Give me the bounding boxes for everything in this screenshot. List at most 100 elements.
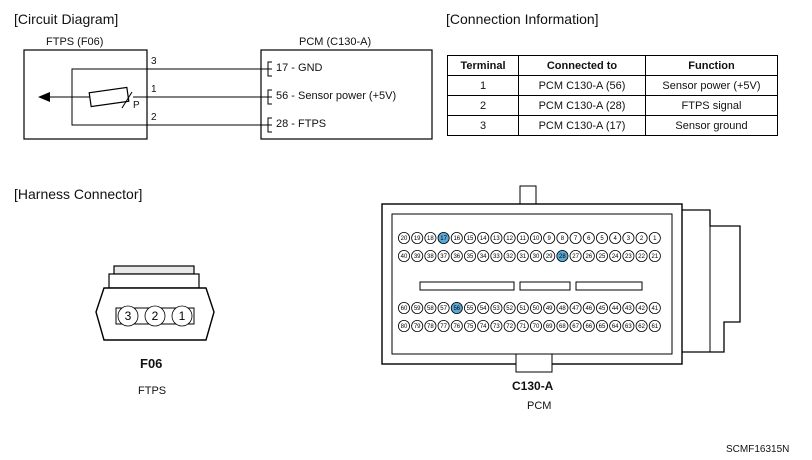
- circuit-diagram: [23, 49, 433, 140]
- c130-pin-label: 38: [427, 254, 434, 260]
- c130-pin: [516, 250, 529, 263]
- c130-pin: [450, 250, 463, 263]
- c130-pin: [543, 232, 556, 245]
- c130-pin-label: 37: [440, 254, 447, 260]
- c130-pin-label: 11: [520, 236, 527, 242]
- c130-pin: [648, 319, 661, 332]
- c130-pin-label: 15: [467, 236, 474, 242]
- c130-connector-desc: PCM: [527, 400, 552, 412]
- c130-pin: [397, 232, 410, 245]
- c130-pin: [609, 302, 622, 315]
- c130-top-tab: [519, 185, 537, 207]
- c130-pin-label: 44: [612, 306, 619, 312]
- c130-pin: [648, 250, 661, 263]
- table-row: 2 PCM C130-A (28) FTPS signal: [447, 95, 778, 116]
- c130-pin-label: 50: [533, 306, 540, 312]
- c130-pin: [450, 302, 463, 315]
- c130-pin: [635, 302, 648, 315]
- c130-pin: [622, 302, 635, 315]
- c130-pin-label: 74: [480, 324, 487, 330]
- c130-pin-label: 72: [506, 324, 513, 330]
- c130-pin: [582, 250, 595, 263]
- c130-pin-label: 68: [559, 324, 566, 330]
- c130-pin: [529, 250, 542, 263]
- c130-pin-label: 79: [414, 324, 421, 330]
- pcm-pin-28-label: 28 - FTPS: [276, 118, 327, 130]
- c130-pin-label: 78: [427, 324, 434, 330]
- c130-bottom-key: [515, 353, 553, 373]
- c130-pin: [424, 319, 437, 332]
- c130-pin: [529, 302, 542, 315]
- f06-pin: [144, 305, 166, 327]
- f06-connector-desc: FTPS: [138, 385, 167, 397]
- c130-pin-label: 9: [548, 236, 552, 242]
- c130-pin: [503, 319, 516, 332]
- c130-pin: [477, 302, 490, 315]
- c130-pin-label: 13: [493, 236, 500, 242]
- table-cell: Sensor power (+5V): [645, 75, 778, 96]
- c130-pin-label: 28: [559, 254, 566, 260]
- c130-pin: [543, 250, 556, 263]
- c130-pin: [424, 232, 437, 245]
- c130-pin: [464, 232, 477, 245]
- c130-pin-label: 66: [585, 324, 592, 330]
- c130-pin: [556, 232, 569, 245]
- c130-pin-label: 42: [638, 306, 645, 312]
- c130-key-bar-right: [575, 281, 643, 291]
- c130-pin-label: 53: [493, 306, 500, 312]
- c130-connector-name: C130-A: [512, 379, 554, 393]
- pcm-box: [260, 49, 433, 140]
- f06-latch-body: [108, 273, 200, 289]
- c130-pin-label: 59: [414, 306, 421, 312]
- table-row: 1 PCM C130-A (56) Sensor power (+5V): [447, 75, 778, 96]
- f06-pin: [117, 305, 139, 327]
- c130-pin: [437, 232, 450, 245]
- c130-pin: [609, 319, 622, 332]
- c130-pin-label: 20: [401, 236, 408, 242]
- c130-pin: [556, 319, 569, 332]
- c130-pin-label: 17: [440, 236, 447, 242]
- c130-pin-label: 73: [493, 324, 500, 330]
- c130-pin: [490, 319, 503, 332]
- c130-pin: [464, 319, 477, 332]
- c130-pin-label: 24: [612, 254, 619, 260]
- c130-pin: [556, 302, 569, 315]
- terminal-bracket-17: [267, 61, 272, 77]
- wiper-line: [121, 91, 133, 109]
- c130-pin-label: 56: [453, 306, 460, 312]
- c130-pin-label: 70: [533, 324, 540, 330]
- c130-pin: [424, 302, 437, 315]
- c130-pin-label: 26: [585, 254, 592, 260]
- sensor-box: [23, 49, 148, 140]
- c130-pin: [503, 250, 516, 263]
- c130-pin: [397, 319, 410, 332]
- c130-pin-label: 39: [414, 254, 421, 260]
- c130-pin: [437, 250, 450, 263]
- c130-pin: [516, 302, 529, 315]
- c130-pin: [516, 319, 529, 332]
- c130-pin-label: 54: [480, 306, 487, 312]
- c130-pin: [648, 232, 661, 245]
- c130-pin: [635, 319, 648, 332]
- c130-pin-label: 61: [651, 324, 658, 330]
- c130-pin-label: 52: [506, 306, 513, 312]
- c130-pin: [543, 302, 556, 315]
- c130-pin-label: 62: [638, 324, 645, 330]
- c130-pin: [397, 302, 410, 315]
- c130-pin-label: 23: [625, 254, 632, 260]
- c130-pin: [490, 232, 503, 245]
- c130-pin: [411, 232, 424, 245]
- c130-pin-label: 60: [401, 306, 408, 312]
- c130-pin: [516, 232, 529, 245]
- c130-pin: [529, 319, 542, 332]
- c130-pin: [648, 302, 661, 315]
- c130-pin-label: 65: [599, 324, 606, 330]
- c130-pin: [464, 250, 477, 263]
- c130-pin-label: 34: [480, 254, 487, 260]
- table-header-row: Terminal Connected to Function: [447, 55, 778, 76]
- c130-side-latch: [680, 209, 741, 353]
- c130-pin-label: 77: [440, 324, 447, 330]
- c130-pin: [477, 250, 490, 263]
- c130-pin: [595, 302, 608, 315]
